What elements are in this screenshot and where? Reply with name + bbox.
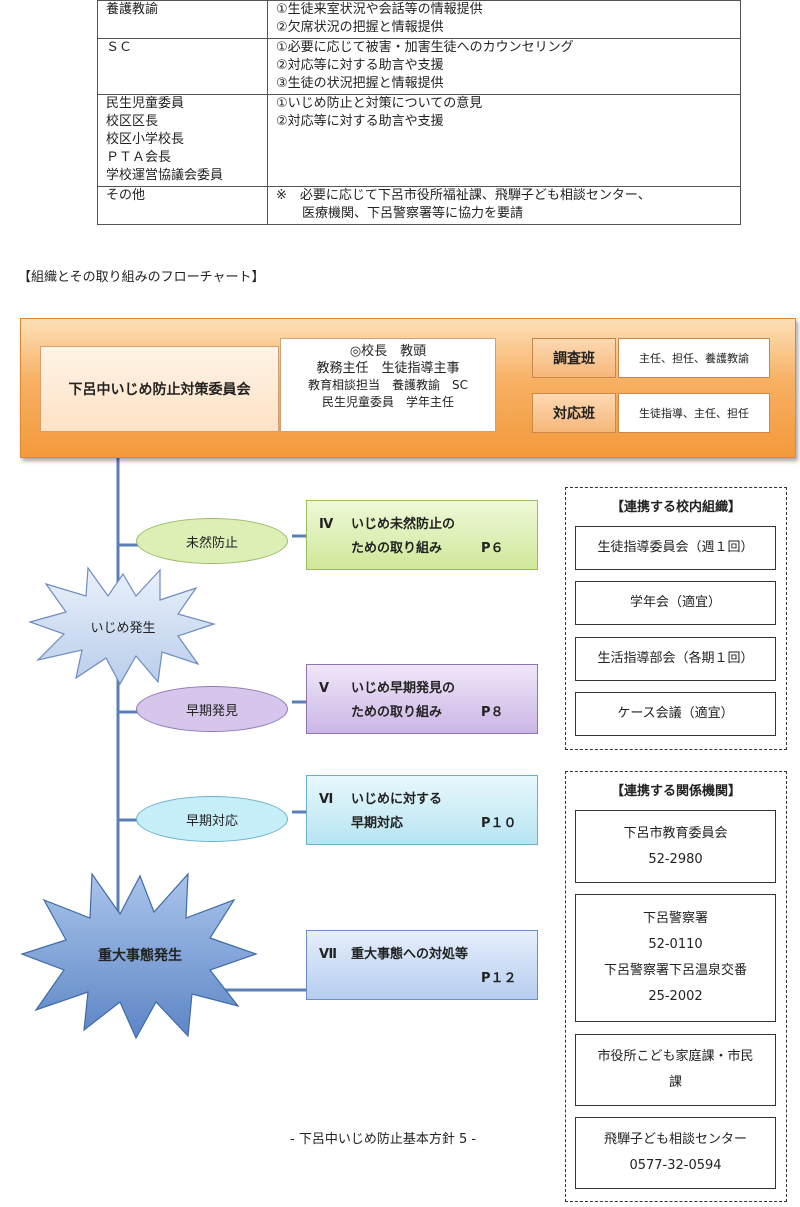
phase-title-2	[351, 967, 481, 991]
duties-cell: ①生徒来室状況や会話等の情報提供 ②欠席状況の把握と情報提供	[267, 0, 741, 39]
survey-team-members: 主任、担任、養護教諭	[618, 338, 770, 378]
agency-phone: 25-2002	[648, 989, 703, 1004]
agency-police: 下呂警察署 52-0110 下呂警察署下呂温泉交番 25-2002	[575, 894, 776, 1022]
duty-item: ②欠席状況の把握と情報提供	[276, 20, 444, 35]
committee-members: ◎校長 教頭 教務主任 生徒指導主事 教育相談担当 養護教諭 SC 民生児童委員…	[280, 338, 496, 432]
roles-table: 養護教諭 ①生徒来室状況や会話等の情報提供 ②欠席状況の把握と情報提供 ＳＣ ①必要に応…	[97, 0, 741, 225]
duties-cell: ①いじめ防止と対策についての意見 ②対応等に対する助言や支援	[267, 94, 741, 187]
section-title: 【組織とその取り組みのフローチャート】	[18, 270, 265, 285]
school-org-item: 生徒指導委員会（週１回）	[575, 526, 776, 570]
phase-title-2: ための取り組み	[351, 705, 443, 720]
response-team: 対応班	[532, 393, 616, 433]
duty-item: ①生徒来室状況や会話等の情報提供	[276, 2, 483, 17]
serious-incident-burst	[20, 872, 258, 1040]
school-org-item: 学年会（適宜）	[575, 581, 776, 625]
agency-phone: 0577-32-0594	[629, 1158, 722, 1173]
agency-phone: 52-0110	[648, 937, 703, 952]
school-org-item: 生活指導部会（各期１回）	[575, 637, 776, 681]
phase-title-2: 早期対応	[351, 816, 404, 831]
duty-item: ②対応等に対する助言や支援	[276, 114, 444, 129]
agency-phone: 52-2980	[648, 851, 703, 867]
duty-item: ①必要に応じて被害・加害生徒へのカウンセリング	[276, 40, 574, 55]
agency-child-center: 飛騨子ども相談センター 0577-32-0594	[575, 1117, 776, 1189]
role-cell: その他	[97, 186, 268, 225]
early-detection-oval: 早期発見	[136, 686, 288, 732]
role-name: その他	[106, 188, 146, 203]
phase-page: P６	[481, 541, 504, 556]
duty-item: ①いじめ防止と対策についての意見	[276, 96, 483, 111]
school-org-item: ケース会議（適宜）	[575, 692, 776, 736]
phase-number: Ⅵ	[319, 792, 334, 807]
phase-number: Ⅶ	[319, 947, 338, 962]
early-response-oval: 早期対応	[136, 796, 288, 842]
duty-item: ③生徒の状況把握と情報提供	[276, 76, 444, 91]
agency-city-hall: 市役所こども家庭課・市民 課	[575, 1034, 776, 1106]
role-name: 校区区長	[106, 114, 159, 129]
response-team-members: 生徒指導、主任、担任	[618, 393, 770, 433]
duties-cell: ※ 必要に応じて下呂市役所福祉課、飛騨子ども相談センター、 医療機関、下呂警察署…	[267, 186, 741, 225]
phase-page: P１０	[481, 816, 517, 831]
agencies-group: 【連携する関係機関】	[565, 771, 787, 1202]
bullying-occurs-label: いじめ発生	[90, 620, 156, 636]
role-cell: 民生児童委員校区区長校区小学校長 ＰＴＡ会長学校運営協議会委員	[97, 94, 268, 187]
role-name: ＳＣ	[106, 40, 133, 55]
agency-name: 下呂警察署	[642, 911, 708, 926]
role-name: 民生児童委員	[106, 96, 185, 111]
role-name: 学校運営協議会委員	[106, 168, 224, 183]
phase-number: Ⅳ	[319, 517, 334, 532]
role-name: 養護教諭	[106, 2, 159, 17]
role-name: 校区小学校長	[106, 132, 185, 147]
phase-number: Ⅴ	[319, 681, 330, 696]
prevention-oval: 未然防止	[136, 518, 288, 564]
agency-name: 下呂警察署下呂温泉交番	[603, 963, 747, 978]
agency-name: 下呂市教育委員会	[623, 825, 728, 841]
survey-team: 調査班	[532, 338, 616, 378]
bullying-occurs-burst	[28, 566, 217, 686]
agency-name: 飛騨子ども相談センター	[603, 1132, 747, 1147]
phase-page: P８	[481, 705, 504, 720]
duty-item: ②対応等に対する助言や支援	[276, 58, 444, 73]
page-footer: - 下呂中いじめ防止基本方針 5 -	[290, 1132, 477, 1147]
serious-incident-label: 重大事態発生	[98, 948, 182, 964]
member-line: 教育相談担当 養護教諭 SC	[308, 378, 468, 392]
member-line: 民生児童委員 学年主任	[321, 395, 454, 409]
agency-name-cont: 課	[668, 1075, 682, 1090]
role-cell: ＳＣ	[97, 38, 268, 95]
roles-row: ＳＣ ①必要に応じて被害・加害生徒へのカウンセリング ②対応等に対する助言や支援 ③生…	[97, 38, 741, 95]
agency-board-of-education: 下呂市教育委員会 52-2980	[575, 810, 776, 883]
member-line: ◎校長 教頭	[349, 344, 427, 359]
phase-box-serious-incident: Ⅶ 重大事態への対処等 P１２	[306, 930, 538, 1000]
duty-item: 医療機関、下呂警察署等に協力を要請	[276, 206, 524, 221]
phase-box-early-response: Ⅵ いじめに対する 早期対応 P１０	[306, 775, 538, 845]
duties-cell: ①必要に応じて被害・加害生徒へのカウンセリング ②対応等に対する助言や支援 ③生徒の…	[267, 38, 741, 95]
phase-box-early-detection: Ⅴ いじめ早期発見の ための取り組み P８	[306, 664, 538, 734]
agency-name: 市役所こども家庭課・市民	[597, 1049, 754, 1064]
school-orgs-title: 【連携する校内組織】	[610, 500, 741, 515]
phase-title: いじめ未然防止の	[351, 517, 456, 532]
roles-row: その他 ※ 必要に応じて下呂市役所福祉課、飛騨子ども相談センター、 医療機関、下呂…	[97, 186, 741, 225]
phase-title: いじめに対する	[351, 792, 443, 807]
member-line: 教務主任 生徒指導主事	[316, 361, 460, 376]
phase-page: P１２	[481, 971, 517, 986]
school-orgs-group: 【連携する校内組織】	[565, 487, 787, 750]
role-cell: 養護教諭	[97, 0, 268, 39]
duty-item: ※ 必要に応じて下呂市役所福祉課、飛騨子ども相談センター、	[276, 188, 651, 203]
roles-row: 養護教諭 ①生徒来室状況や会話等の情報提供 ②欠席状況の把握と情報提供	[97, 0, 741, 39]
agencies-title: 【連携する関係機関】	[610, 784, 741, 799]
phase-title: 重大事態への対処等	[351, 947, 469, 962]
roles-row: 民生児童委員校区区長校区小学校長 ＰＴＡ会長学校運営協議会委員 ①いじめ防止と対策に…	[97, 94, 741, 187]
committee-name: 下呂中いじめ防止対策委員会	[40, 346, 279, 432]
phase-box-prevention: Ⅳ いじめ未然防止の ための取り組み P６	[306, 500, 538, 570]
phase-title: いじめ早期発見の	[351, 681, 456, 696]
role-name: ＰＴＡ会長	[106, 150, 172, 165]
phase-title-2: ための取り組み	[351, 541, 443, 556]
